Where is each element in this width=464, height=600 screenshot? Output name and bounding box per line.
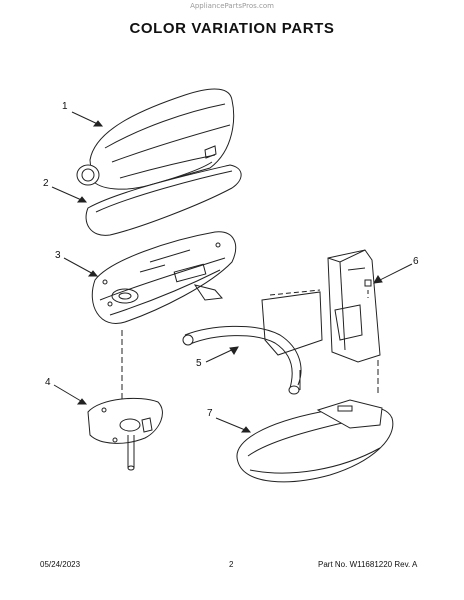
part-7-base [236,399,394,483]
part-1-motor-housing [76,88,235,190]
part-4-planetary-plate [87,397,163,471]
part-2-trim-band [85,164,242,236]
callout-5: 5 [196,358,202,369]
callout-3: 3 [55,250,61,261]
callout-7: 7 [207,408,213,419]
leader-lines [51,111,413,433]
footer-date: 05/24/2023 [40,560,81,569]
callout-2: 2 [43,178,49,189]
guide-line-bracket [269,289,321,296]
part-5-bowl-arm [182,291,323,395]
part-6-column [327,249,381,363]
callout-6: 6 [413,256,419,267]
part-3-gear-housing [91,231,237,324]
page-title: COLOR VARIATION PARTS [129,20,335,37]
footer-part-number: Part No. W11681220 Rev. A [318,560,418,569]
footer-page-number: 2 [229,560,234,569]
watermark: AppliancePartsPros.com [190,2,274,10]
callout-1: 1 [62,101,68,112]
callout-4: 4 [45,377,51,388]
